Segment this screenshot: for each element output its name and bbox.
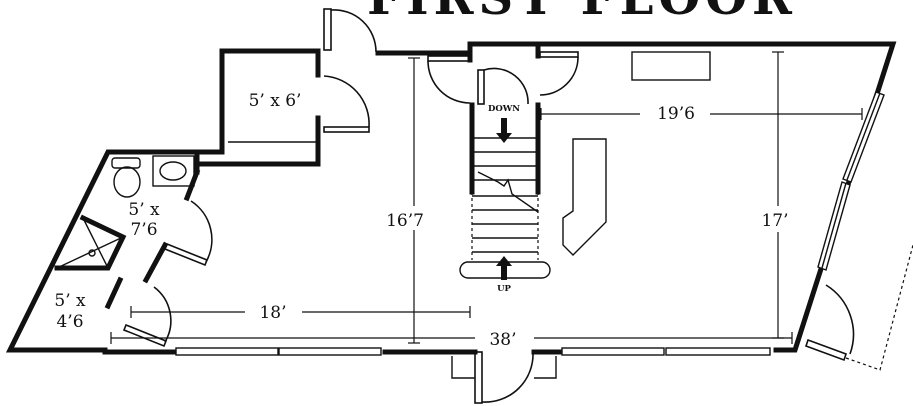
floor-title: FIRST FLOOR bbox=[367, 0, 797, 26]
stair-up-label: UP bbox=[497, 284, 511, 294]
stair-down-label: DOWN bbox=[488, 104, 520, 114]
door-stair-right bbox=[539, 51, 579, 58]
bath-size-line2: 7’6 bbox=[130, 220, 157, 240]
window-bottom-left-1 bbox=[175, 347, 279, 356]
door-top-room bbox=[323, 126, 370, 133]
down-arrow-icon bbox=[496, 118, 512, 143]
fixtures bbox=[56, 51, 711, 269]
doors bbox=[122, 8, 913, 404]
staircase bbox=[459, 118, 551, 280]
door-top-entry bbox=[323, 8, 332, 51]
room-labels: 5’ x 6’ 5’ x 7’6 5’ x 4’6 bbox=[54, 91, 301, 332]
dimension-lines bbox=[110, 51, 863, 344]
exterior-walls bbox=[5, 41, 897, 355]
kitchen-island bbox=[562, 138, 607, 256]
depth-right-label: 17’ bbox=[761, 211, 788, 231]
depth-left-label: 16’7 bbox=[386, 211, 424, 231]
width-right-label: 19’6 bbox=[657, 104, 695, 124]
door-bath bbox=[163, 242, 209, 267]
interior-walls bbox=[54, 45, 541, 310]
stair-break-line bbox=[477, 171, 539, 213]
dimension-labels: 16’7 19’6 17’ 18’ 38’ bbox=[259, 104, 788, 350]
counter-top bbox=[631, 51, 711, 81]
door-right-side bbox=[804, 338, 848, 362]
window-bottom-left-2 bbox=[278, 347, 382, 356]
bath-size-line1: 5’ x bbox=[128, 200, 160, 220]
door-stair-center bbox=[477, 69, 485, 105]
door-closet bbox=[122, 323, 168, 348]
toilet-bowl bbox=[113, 166, 141, 198]
window-bottom-right-1 bbox=[561, 347, 665, 356]
closet-size-line2: 4’6 bbox=[56, 312, 83, 332]
width-left-label: 18’ bbox=[259, 303, 286, 323]
room-top-size: 5’ x 6’ bbox=[249, 91, 302, 111]
total-width-label: 38’ bbox=[489, 330, 516, 350]
closet-size-line1: 5’ x bbox=[54, 291, 86, 311]
up-arrow-icon bbox=[496, 256, 512, 280]
windows bbox=[175, 91, 885, 356]
door-stair-left bbox=[427, 55, 471, 62]
window-bottom-right-2 bbox=[665, 347, 771, 356]
door-bottom-entry bbox=[474, 351, 483, 404]
shower-diagonal bbox=[82, 217, 109, 269]
sink-vanity bbox=[152, 155, 195, 187]
sink-basin bbox=[159, 161, 187, 181]
shower-drain bbox=[88, 249, 96, 257]
toilet-tank bbox=[111, 157, 141, 169]
